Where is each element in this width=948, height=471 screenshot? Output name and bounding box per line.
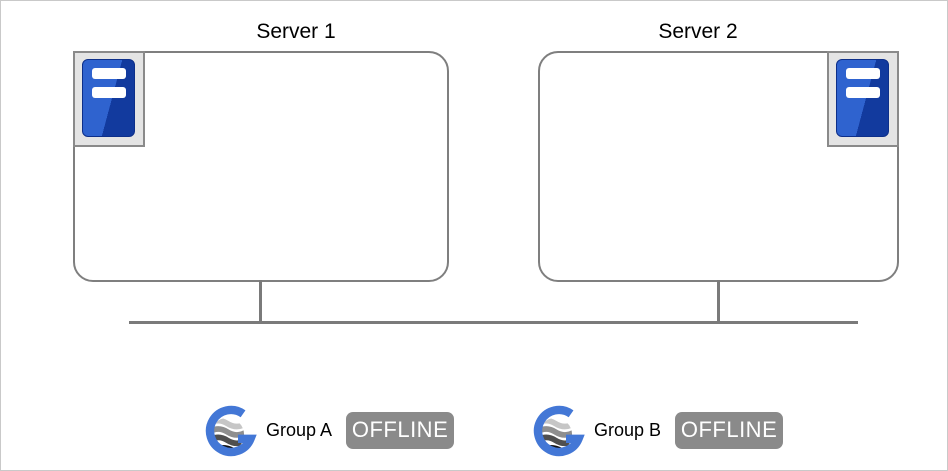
server1-title: Server 1 <box>256 20 336 43</box>
server1-connector-line <box>259 280 262 323</box>
server2-title: Server 2 <box>658 20 738 43</box>
group-a-label: Group A <box>266 419 333 440</box>
group-b-label: Group B <box>594 419 662 440</box>
group-a-status-badge[interactable]: OFFLINE <box>346 411 455 449</box>
group-b-status-badge[interactable]: OFFLINE <box>675 411 784 449</box>
network-line <box>129 321 858 324</box>
group-globe-icon <box>205 405 257 457</box>
server2-connector-line <box>717 280 720 323</box>
group-globe-icon <box>533 405 585 457</box>
server-tower-icon <box>836 59 889 137</box>
server-tower-icon <box>82 59 135 137</box>
server2-icon-plate[interactable] <box>827 51 899 147</box>
group-a-item[interactable]: Group A OFFLINE <box>203 401 455 459</box>
group-b-item[interactable]: Group B OFFLINE <box>531 401 784 459</box>
server1-icon-plate[interactable] <box>73 51 145 147</box>
